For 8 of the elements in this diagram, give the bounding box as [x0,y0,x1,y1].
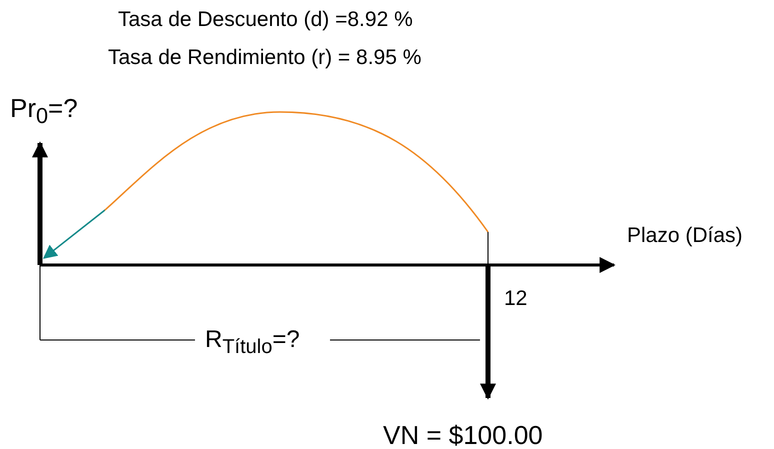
curved-arrow [42,111,489,259]
rate-text: Tasa de Descuento (d) =8.92 % [118,8,413,32]
rate-text: Tasa de Rendimiento (r) = 8.95 % [108,46,422,70]
dimension-label: R$_{Título}$=? [205,326,300,359]
period-number: 12 [504,287,528,311]
amount-label: VN = $100.00 [383,420,543,449]
amount-label: Pr$_{0}$=? [10,93,78,130]
axis-label: Plazo (Días) [627,224,743,248]
